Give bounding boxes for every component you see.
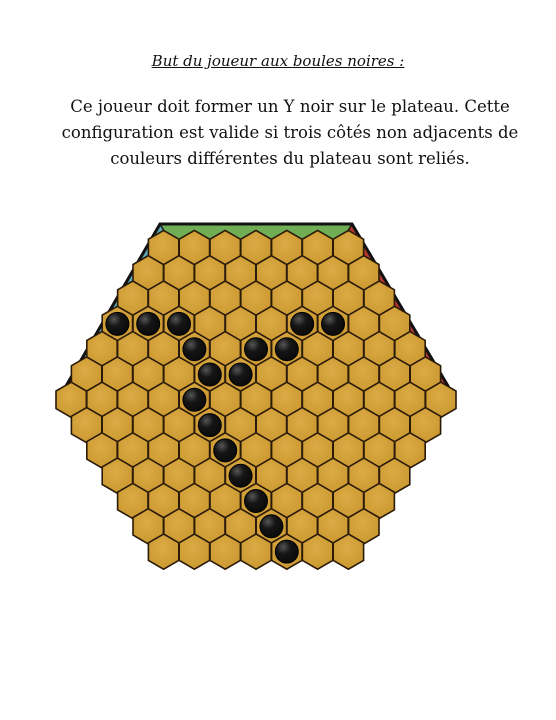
rules-line: Ce joueur doit former un Y noir sur le p…	[70, 97, 510, 116]
black-stone	[197, 413, 222, 438]
board-cell	[240, 533, 273, 571]
black-stone	[244, 337, 268, 362]
black-stone	[213, 438, 238, 463]
black-stone	[136, 311, 161, 336]
goal-heading: But du joueur aux boules noires :	[0, 52, 556, 70]
board-cell	[147, 533, 180, 571]
black-stone	[321, 311, 345, 336]
black-stone	[182, 337, 207, 362]
rules-text: Ce joueur doit former un Y noir sur le p…	[60, 94, 520, 172]
black-stone	[290, 311, 315, 336]
black-stone	[244, 489, 268, 513]
board-cell	[301, 533, 334, 571]
black-stone	[274, 539, 299, 564]
rules-line: configuration est valide si trois côtés …	[61, 123, 519, 142]
black-stone	[167, 311, 191, 336]
black-stone	[197, 362, 222, 387]
black-stone	[274, 337, 299, 362]
board-cell	[178, 533, 211, 571]
black-stone	[259, 514, 284, 539]
rules-line: couleurs différentes du plateau sont rel…	[110, 149, 470, 168]
goal-heading-text: But du joueur aux boules noires :	[151, 52, 405, 70]
board-cell	[332, 533, 365, 571]
black-stone	[228, 362, 253, 387]
black-stone	[182, 387, 207, 412]
board-cell	[209, 533, 242, 571]
black-stone	[105, 311, 130, 336]
black-stone	[228, 463, 253, 488]
